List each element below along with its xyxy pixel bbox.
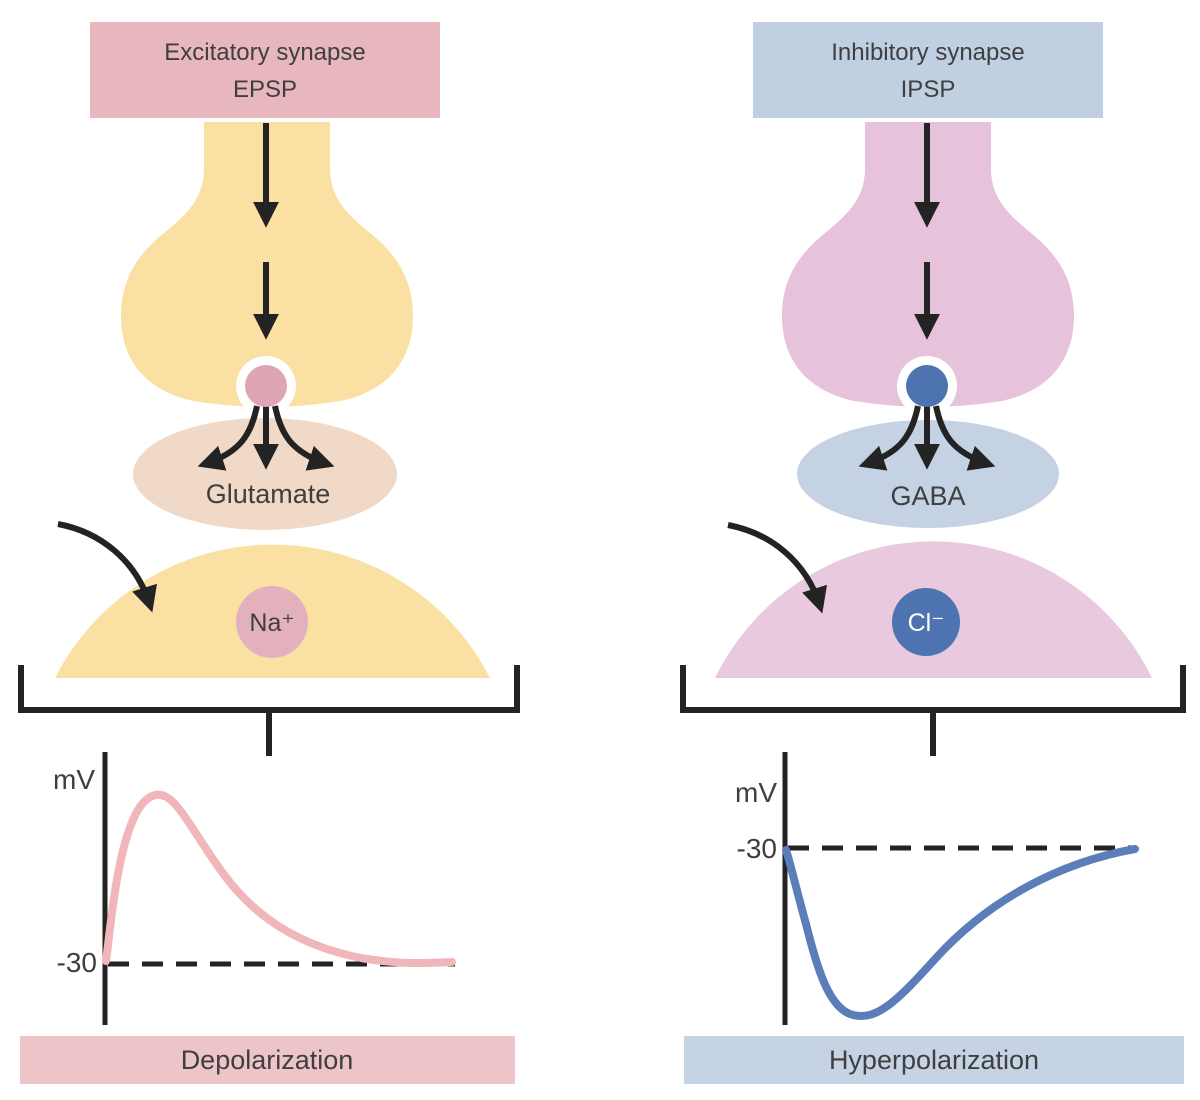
excitatory-footer-label: Depolarization — [181, 1045, 354, 1075]
release-arrow-left — [197, 405, 260, 471]
epsp-graph: mV -30 — [53, 752, 456, 1025]
ipsp-curve — [782, 845, 1139, 1020]
excitatory-footer-box — [20, 1036, 515, 1084]
excitatory-header-box — [90, 22, 440, 118]
ipsp-graph: mV -30 — [735, 752, 1139, 1025]
ion-label: Cl⁻ — [908, 609, 945, 637]
inhibitory-header-title: Inhibitory synapse — [831, 39, 1024, 66]
neurotransmitter-label: Glutamate — [206, 479, 331, 509]
inhibitory-header-subtitle: IPSP — [901, 76, 956, 103]
release-arrow-right — [272, 405, 335, 471]
inhibitory-footer-label: Hyperpolarization — [829, 1045, 1039, 1075]
inhibitory-header-box — [753, 22, 1103, 118]
ion-circle — [892, 588, 960, 656]
release-arrow-right — [933, 405, 996, 471]
excitatory-header-title: Excitatory synapse — [164, 39, 365, 66]
baseline-tick-label: -30 — [737, 833, 777, 864]
y-axis-label: mV — [735, 777, 777, 808]
epsp-curve — [102, 790, 456, 968]
ion-influx-arrow — [727, 522, 827, 614]
baseline-tick-label: -30 — [57, 947, 97, 978]
excitatory-panel: Excitatory synapse EPSP Glutamate Na⁺ — [18, 22, 520, 1084]
y-axis-label: mV — [53, 764, 95, 795]
excitatory-header-subtitle: EPSP — [233, 76, 297, 103]
ion-influx-arrow — [57, 521, 157, 613]
neurotransmitter-label: GABA — [890, 481, 965, 511]
release-arrow-left — [858, 405, 921, 471]
synaptic-vesicle — [245, 365, 287, 407]
inhibitory-panel: Inhibitory synapse IPSP GABA Cl⁻ — [680, 22, 1186, 1084]
inhibitory-footer-box — [684, 1036, 1184, 1084]
synaptic-vesicle — [906, 365, 948, 407]
ion-circle — [236, 586, 308, 658]
ion-label: Na⁺ — [249, 609, 294, 637]
